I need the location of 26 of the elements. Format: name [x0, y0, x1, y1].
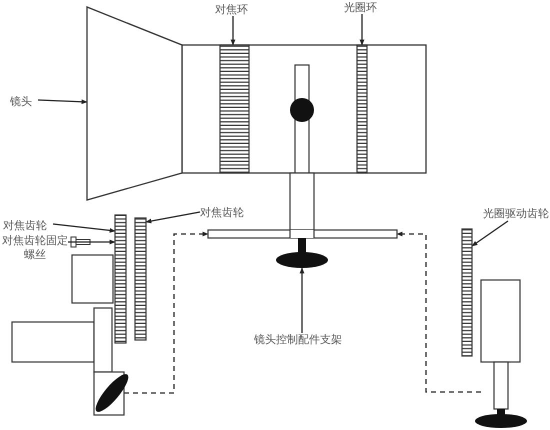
motor-drawing [475, 279, 527, 428]
leader-arrow [472, 220, 508, 247]
leader-arrow [68, 240, 116, 244]
part-label: 对焦环 [215, 3, 249, 17]
focus-gear [114, 214, 127, 344]
aperture-drive-gear [461, 228, 473, 357]
motor-mirror-drawing [11, 307, 128, 416]
leader-arrow [230, 16, 236, 46]
part-label: 光圈驱动齿轮 [483, 207, 549, 221]
part-label: 对焦齿轮固定螺丝 [2, 234, 68, 262]
lens-trapezoid [86, 6, 183, 201]
dashed-arrow [124, 232, 209, 394]
part-label: 镜头控制配件支架 [254, 333, 343, 347]
focus-ring [219, 44, 250, 174]
part-label: 对焦齿轮 [3, 219, 48, 233]
part-label: 对焦齿轮 [200, 206, 245, 220]
focus-gear [134, 217, 147, 341]
leader-arrow [360, 14, 364, 46]
leader-arrow [52, 223, 116, 233]
leader-arrow [300, 267, 304, 333]
part-label: 光圈环 [344, 1, 378, 15]
dashed-arrow [396, 232, 481, 393]
aperture-ring [356, 44, 368, 174]
leader-arrow [38, 99, 88, 104]
part-label: 镜头 [10, 95, 33, 109]
leader-arrow [145, 211, 200, 224]
